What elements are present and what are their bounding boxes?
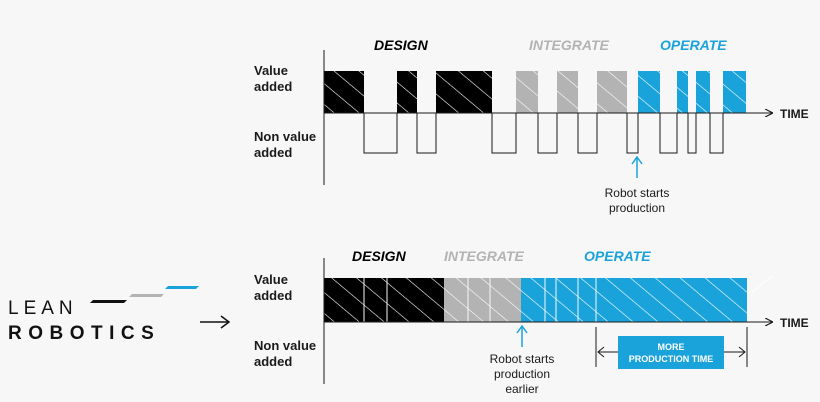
logo-dash-black: [90, 300, 127, 303]
bottom-non-value-label-1: Non value: [254, 338, 316, 353]
top-non-value-label-1: Non value: [254, 129, 316, 144]
bottom-annotation-3: earlier: [505, 382, 538, 396]
bottom-diagram: DESIGN INTEGRATE OPERATE Value added Non…: [254, 248, 809, 396]
bottom-robot-start-arrow-icon: [516, 324, 528, 347]
top-value-added-label-1: Value: [254, 63, 288, 78]
top-phase-integrate: INTEGRATE: [529, 37, 610, 53]
logo-robotics: ROBOTICS: [8, 323, 160, 344]
logo-lean: LEAN: [8, 298, 78, 319]
bottom-phase-operate: OPERATE: [584, 248, 651, 264]
bottom-value-added-label-1: Value: [254, 272, 288, 287]
callout-line-2: PRODUCTION TIME: [629, 354, 714, 364]
lean-robotics-logo: LEAN ROBOTICS: [8, 286, 231, 344]
bottom-end-tick: [751, 275, 773, 293]
bottom-time-label: TIME: [780, 316, 809, 330]
bottom-non-value-label-2: added: [254, 354, 292, 369]
bottom-value-blocks: [324, 278, 747, 322]
top-value-added-label-2: added: [254, 79, 292, 94]
bottom-phase-integrate: INTEGRATE: [444, 248, 525, 264]
top-diagram: DESIGN INTEGRATE OPERATE Value added Non…: [254, 37, 809, 215]
top-phase-operate: OPERATE: [660, 37, 727, 53]
logo-dash-gray: [129, 294, 164, 297]
bottom-annotation-1: Robot starts: [490, 352, 555, 366]
logo-dash-blue: [165, 286, 199, 289]
bottom-phase-design: DESIGN: [352, 248, 407, 264]
top-value-blocks: [324, 71, 746, 113]
top-non-value-label-2: added: [254, 145, 292, 160]
bottom-value-added-label-2: added: [254, 288, 292, 303]
top-annotation-2: production: [609, 201, 665, 215]
logo-arrow-icon: [200, 315, 231, 329]
callout-line-1: MORE: [658, 342, 685, 352]
top-annotation-1: Robot starts: [605, 186, 670, 200]
top-robot-start-arrow-icon: [631, 155, 643, 178]
top-non-value-dips: [363, 113, 724, 154]
top-phase-design: DESIGN: [374, 37, 429, 53]
more-production-time-box: [618, 336, 724, 369]
top-time-label: TIME: [780, 107, 809, 121]
bottom-annotation-2: production: [494, 367, 550, 381]
more-production-time-span: MORE PRODUCTION TIME: [595, 327, 748, 369]
